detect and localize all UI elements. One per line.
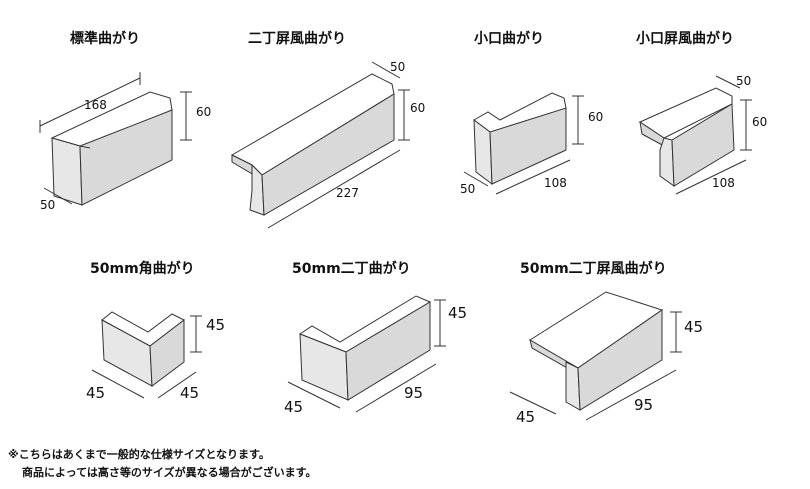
title-double-folding-corner: 二丁屏風曲がり <box>248 31 346 47</box>
dim-depth: 50 <box>460 182 476 196</box>
brick-standard-corner <box>39 72 192 206</box>
dim-height: 45 <box>448 304 468 322</box>
title-50mm-double-corner: 50mm二丁曲がり <box>292 261 411 277</box>
dim-left: 45 <box>284 398 304 416</box>
brick-50mm-double-corner <box>287 295 446 413</box>
title-header-corner: 小口曲がり <box>474 31 544 47</box>
dim-right: 45 <box>180 384 200 402</box>
dim-length: 168 <box>84 98 107 112</box>
brick-50mm-square-corner <box>91 311 202 399</box>
dim-height: 60 <box>588 110 604 124</box>
dim-left: 45 <box>86 384 106 402</box>
dim-length: 227 <box>336 186 359 200</box>
dim-depth: 50 <box>40 198 56 212</box>
dim-height: 60 <box>752 115 768 129</box>
dim-length: 95 <box>404 384 424 402</box>
dim-left: 45 <box>516 408 536 426</box>
title-header-folding-corner: 小口屏風曲がり <box>636 31 734 47</box>
title-50mm-square-corner: 50mm角曲がり <box>90 261 195 277</box>
title-standard-corner: 標準曲がり <box>70 31 140 47</box>
dim-length: 95 <box>634 396 654 414</box>
dim-height: 60 <box>410 101 426 115</box>
note-variation: 商品によっては高さ等のサイズが異なる場合がございます。 <box>22 466 317 479</box>
dim-height: 45 <box>206 316 226 334</box>
brick-header-corner <box>463 92 584 195</box>
dim-length: 108 <box>712 176 735 190</box>
dim-height: 60 <box>196 105 212 119</box>
dim-depth: 50 <box>736 74 752 88</box>
title-50mm-double-folding-corner: 50mm二丁屏風曲がり <box>520 261 667 277</box>
brick-header-folding-corner <box>638 75 752 195</box>
brick-50mm-double-folding-corner <box>509 291 682 421</box>
brick-double-folding-corner <box>230 61 410 229</box>
note-general: ※こちらはあくまで一般的な仕様サイズとなります。 <box>8 448 270 461</box>
dim-depth: 50 <box>390 60 406 74</box>
dim-height: 45 <box>684 318 704 336</box>
dim-length: 108 <box>544 176 567 190</box>
